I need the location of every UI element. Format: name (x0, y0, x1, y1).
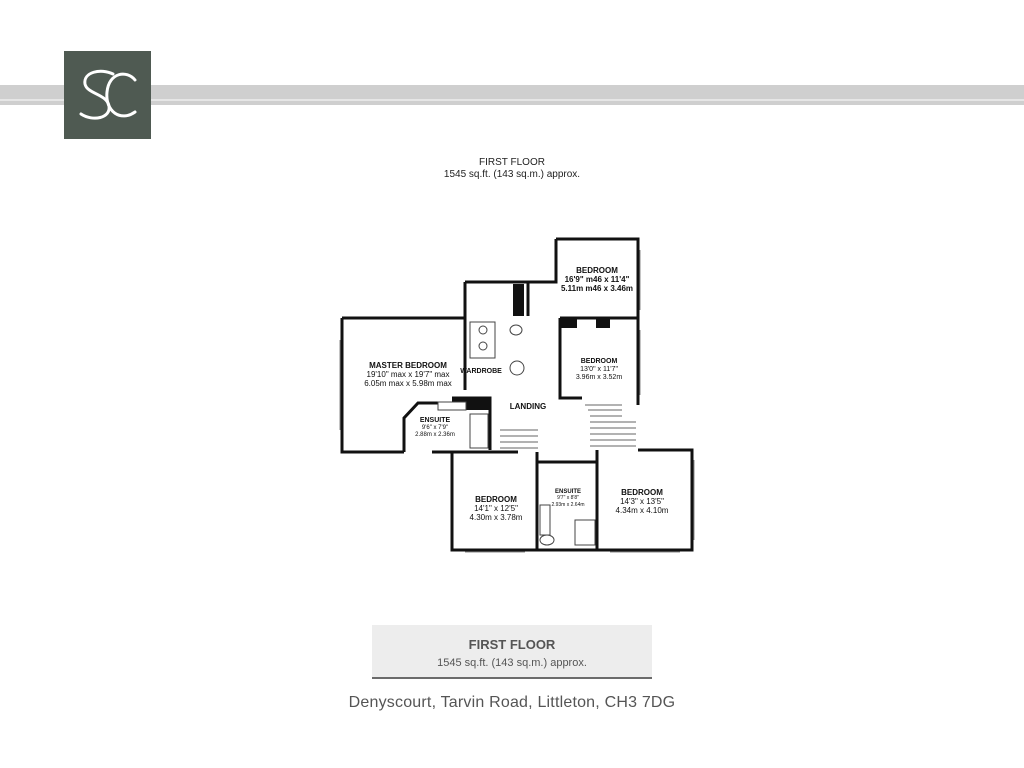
bedroom-mid-metric: 3.96m x 3.52m (576, 374, 622, 381)
sc-logo (64, 51, 151, 139)
bedroom-mid-imperial: 13'0" x 11'7" (580, 366, 618, 373)
bedroom-right-metric: 4.34m x 4.10m (616, 506, 669, 515)
landing-name: LANDING (510, 402, 546, 411)
wardrobe-name: WARDROBE (460, 368, 502, 375)
plan-walls (340, 237, 694, 552)
property-address: Denyscourt, Tarvin Road, Littleton, CH3 … (348, 694, 676, 711)
ensuite-small-imperial: 9'7" x 8'8" (557, 495, 579, 501)
sc-monogram-icon (79, 69, 136, 120)
floor-area: 1545 sq.ft. (143 sq.m.) approx. (443, 169, 581, 180)
floor-heading: FIRST FLOOR 1545 sq.ft. (143 sq.m.) appr… (0, 157, 1024, 181)
ensuite-master-name: ENSUITE (420, 417, 451, 424)
bedroom-left-name: BEDROOM (475, 495, 517, 504)
ensuite-master-imperial: 9'6" x 7'9" (422, 425, 448, 431)
plan-windows (339, 250, 695, 553)
ensuite-small-metric: 2.93m x 2.64m (551, 502, 584, 508)
bedroom-left-imperial: 14'1" x 12'5" (474, 504, 518, 513)
floor-caption: FIRST FLOOR 1545 sq.ft. (143 sq.m.) appr… (372, 625, 652, 679)
master-metric: 6.05m max x 5.98m max (364, 379, 452, 388)
master-name: MASTER BEDROOM (369, 361, 447, 370)
floor-title: FIRST FLOOR (479, 157, 545, 168)
bedroom-top-metric: 5.11m m46 x 3.46m (561, 284, 633, 293)
ensuite-small-name: ENSUITE (555, 489, 581, 495)
header-band-line (0, 99, 1024, 101)
caption-title: FIRST FLOOR (468, 637, 556, 652)
ensuite-master-metric: 2.88m x 2.36m (415, 432, 455, 438)
bedroom-right-imperial: 14'3" x 13'5" (620, 497, 664, 506)
bedroom-mid-name: BEDROOM (581, 358, 618, 365)
bedroom-top-imperial: 16'9" m46 x 11'4" (565, 275, 630, 284)
bedroom-top-name: BEDROOM (576, 266, 618, 275)
bedroom-right-name: BEDROOM (621, 488, 663, 497)
plan-fixtures (437, 321, 596, 546)
room-labels: BEDROOM 16'9" m46 x 11'4" 5.11m m46 x 3.… (364, 266, 669, 522)
plan-stairs (500, 404, 636, 449)
master-imperial: 19'10" max x 19'7" max (367, 370, 450, 379)
caption-area: 1545 sq.ft. (143 sq.m.) approx. (437, 657, 587, 669)
bedroom-left-metric: 4.30m x 3.78m (470, 513, 523, 522)
